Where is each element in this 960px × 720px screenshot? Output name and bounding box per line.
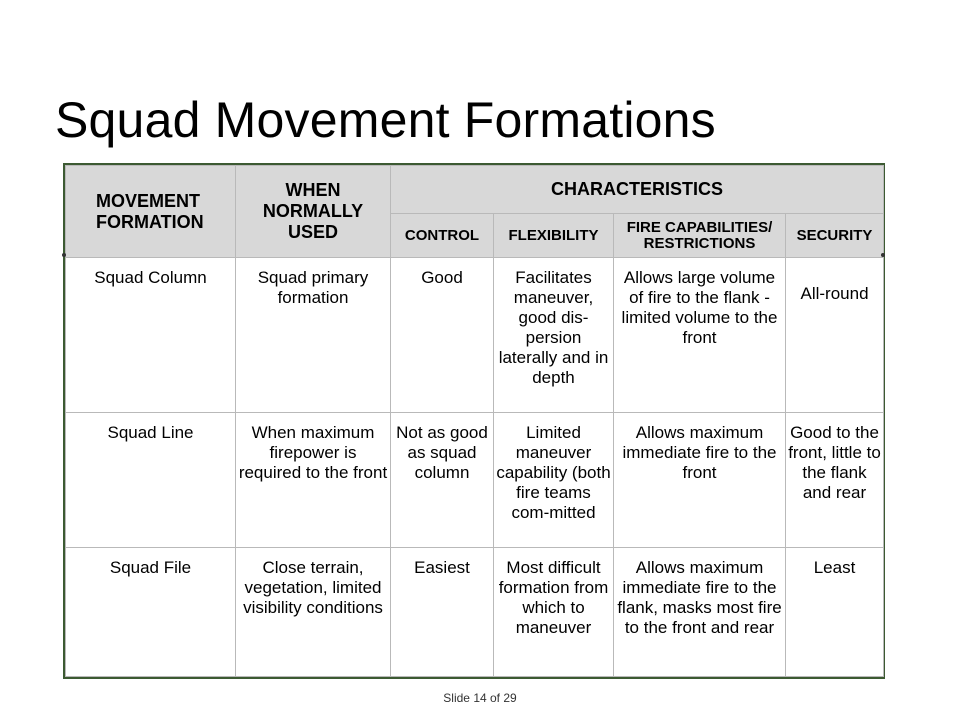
row-security: Least [784,547,885,677]
row-fire: Allows maximum immediate fire to the fro… [613,412,786,548]
right-dot [881,253,885,257]
slide-footer: Slide 14 of 29 [443,691,517,705]
row-security: All-round [784,257,885,413]
row-fire: Allows maximum immediate fire to the fla… [613,547,786,677]
row-flexibility: Limited maneuver capability (both fire t… [493,412,614,548]
row-flexibility: Facilitates maneuver, good dis-persion l… [493,257,614,413]
row-control: Easiest [390,547,494,677]
left-dot [62,253,66,257]
row-security: Good to the front, little to the flank a… [784,412,885,548]
row-control: Not as good as squad column [390,412,494,548]
formations-table: MOVEMENT FORMATION WHEN NORMALLY USED CH… [63,163,885,679]
header-fire: FIRE CAPABILITIES/ RESTRICTIONS [613,213,786,258]
row-flexibility: Most difficult formation from which to m… [493,547,614,677]
slide-title: Squad Movement Formations [55,92,716,148]
row-when: Close terrain, vegetation, limited visib… [235,547,391,677]
row-fire: Allows large volume of fire to the flank… [613,257,786,413]
header-control: CONTROL [390,213,494,258]
table-row: Squad Line When maximum firepower is req… [65,412,885,548]
header-characteristics: CHARACTERISTICS [389,165,885,214]
row-when: Squad primary formation [235,257,391,413]
row-control: Good [390,257,494,413]
row-formation: Squad File [65,547,236,677]
row-formation: Squad Column [65,257,236,413]
table-row: Squad Column Squad primary formation Goo… [65,257,885,413]
header-when-used: WHEN NORMALLY USED [235,165,391,258]
row-formation: Squad Line [65,412,236,548]
table-row: Squad File Close terrain, vegetation, li… [65,547,885,677]
header-flexibility: FLEXIBILITY [493,213,614,258]
row-when: When maximum firepower is required to th… [235,412,391,548]
header-security: SECURITY [784,213,885,258]
header-movement-formation: MOVEMENT FORMATION [65,165,236,258]
